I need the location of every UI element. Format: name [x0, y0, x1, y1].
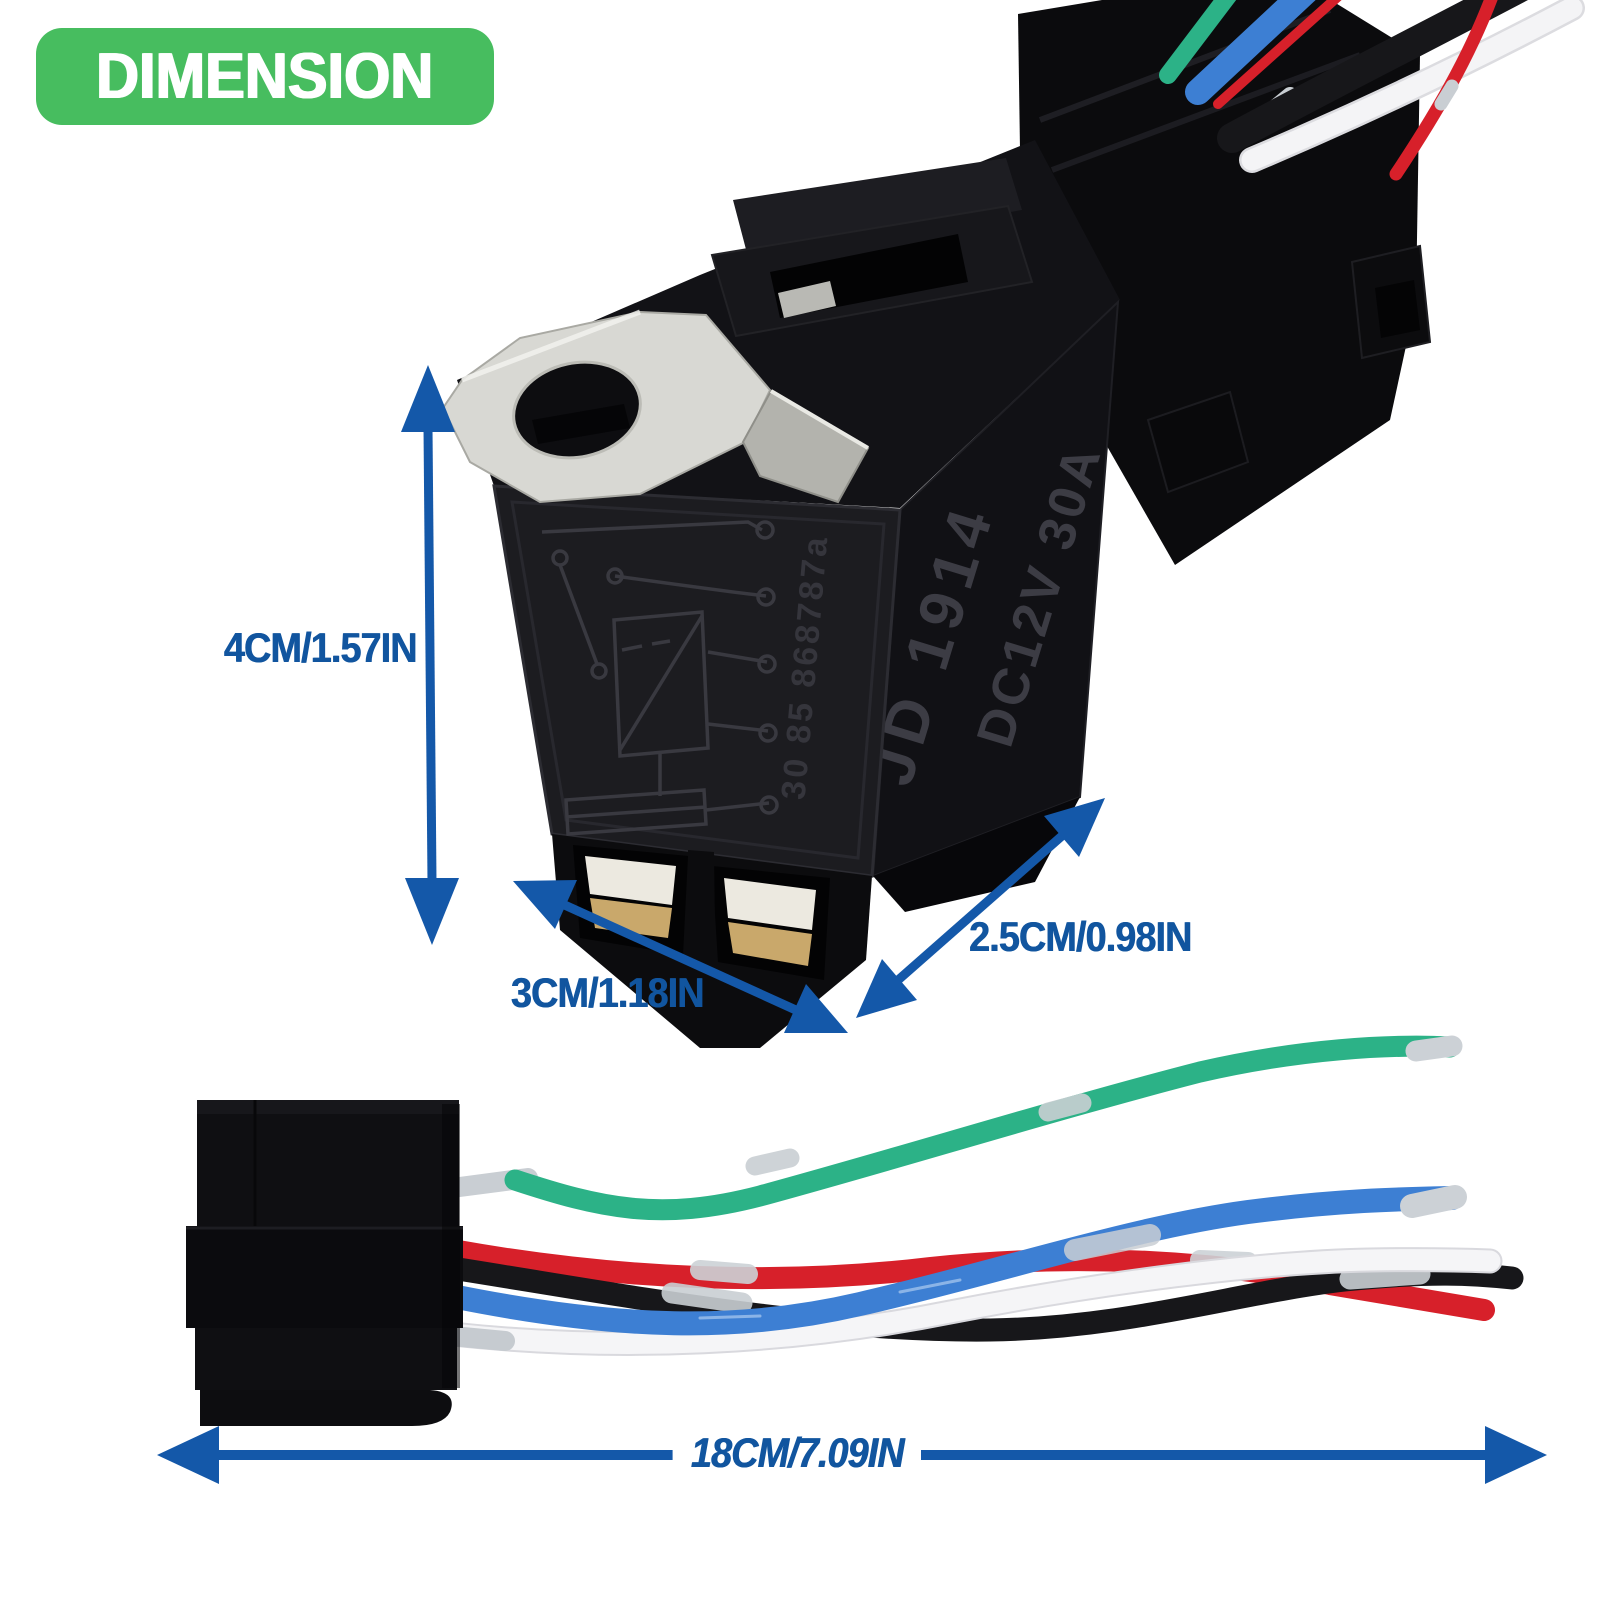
socket-latch-notch: [1375, 280, 1420, 338]
depth-arrow: [856, 798, 1105, 1018]
wire-mark: [661, 1282, 753, 1314]
mounting-tab: [441, 309, 870, 504]
harness-wires-top: [1159, 0, 1585, 181]
wire-mark: [1038, 1093, 1092, 1122]
flange-highlight: [769, 389, 870, 450]
tab-highlight: [461, 309, 641, 383]
relay-front-frame: [510, 500, 886, 860]
socket-edge-highlight: [197, 1100, 459, 1114]
harness-wire-blue: [440, 1186, 1464, 1336]
relay-side-bevel: [873, 797, 1080, 912]
length-dimension-label: 18CM/7.09IN: [672, 1429, 922, 1477]
relay-front-panel: [492, 484, 902, 878]
relay-front-face: 30 85 868787a: [492, 484, 902, 878]
socket-shade: [442, 1104, 460, 1388]
socket-ear: [1146, 390, 1250, 494]
height-arrow: [401, 365, 459, 945]
wire-red-mark: [1434, 79, 1459, 111]
socket-block-top: [197, 1100, 459, 1226]
socket-lip: [200, 1390, 452, 1426]
dimension-banner: DIMENSION: [36, 28, 494, 125]
wire-green-top: [1159, 0, 1237, 84]
relay-schematic: [541, 520, 779, 836]
wire-blue-top: [1185, 0, 1316, 105]
mount-rail-top: [733, 158, 1022, 257]
harness-wire-green: [504, 1035, 1461, 1221]
wire-mark: [690, 1260, 758, 1284]
wire-mark: [1339, 1263, 1431, 1290]
harness-socket: [186, 1100, 463, 1426]
socket-block-mid: [186, 1226, 463, 1328]
depth-dimension-label: 2.5CM/0.98IN: [968, 913, 1192, 960]
wire-stripped-end: [1405, 1035, 1463, 1062]
terminal-blade-brass: [728, 922, 812, 966]
height-dimension-label: 4CM/1.57IN: [223, 624, 418, 671]
terminal-blade: [724, 878, 816, 930]
wire-red-top: [1213, 0, 1342, 109]
harness-wires-bottom: [439, 1035, 1524, 1356]
socket-block-bottom: [195, 1328, 457, 1390]
terminal-blade: [585, 856, 676, 905]
wire-mark: [1064, 1224, 1161, 1261]
relay-terminals: [552, 834, 872, 1048]
harness-wire-white: [441, 1249, 1501, 1354]
wire-white-top: [1241, 0, 1583, 171]
tab-flange: [741, 389, 870, 504]
banner-label: DIMENSION: [96, 40, 434, 113]
wire-stripped-end: [1400, 1185, 1467, 1218]
wire-mark: [745, 1148, 800, 1176]
width-arrow: [513, 880, 848, 1033]
hole-slot: [532, 404, 630, 444]
socket-ridge: [1050, 52, 1362, 173]
wire-stripped-end: [442, 1326, 515, 1351]
rail-pin: [778, 281, 836, 318]
width-dimension-label: 3CM/1.18IN: [510, 969, 705, 1016]
wire-print: [698, 1278, 962, 1320]
